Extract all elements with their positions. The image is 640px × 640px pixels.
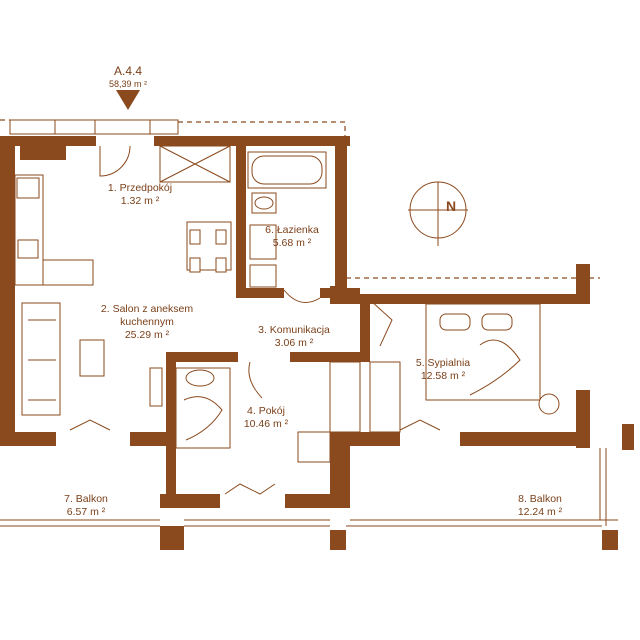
facade-strip <box>9 119 179 135</box>
unit-code: A.4.4 <box>113 64 143 78</box>
unit-area: 58,39 m ² <box>108 79 148 89</box>
kitchen-counter <box>14 174 94 286</box>
sofa <box>21 302 163 416</box>
balcony-lines <box>0 448 618 527</box>
doors <box>69 145 441 495</box>
bed-pokoj <box>175 367 331 463</box>
walls <box>0 136 634 550</box>
compass-label: N <box>446 198 457 214</box>
bathroom-fixtures <box>247 151 327 288</box>
dining-table <box>186 221 232 273</box>
wardrobes <box>159 145 401 433</box>
compass-icon <box>408 181 468 246</box>
entrance-marker-icon <box>116 90 140 110</box>
bed-sypialnia <box>425 303 560 415</box>
